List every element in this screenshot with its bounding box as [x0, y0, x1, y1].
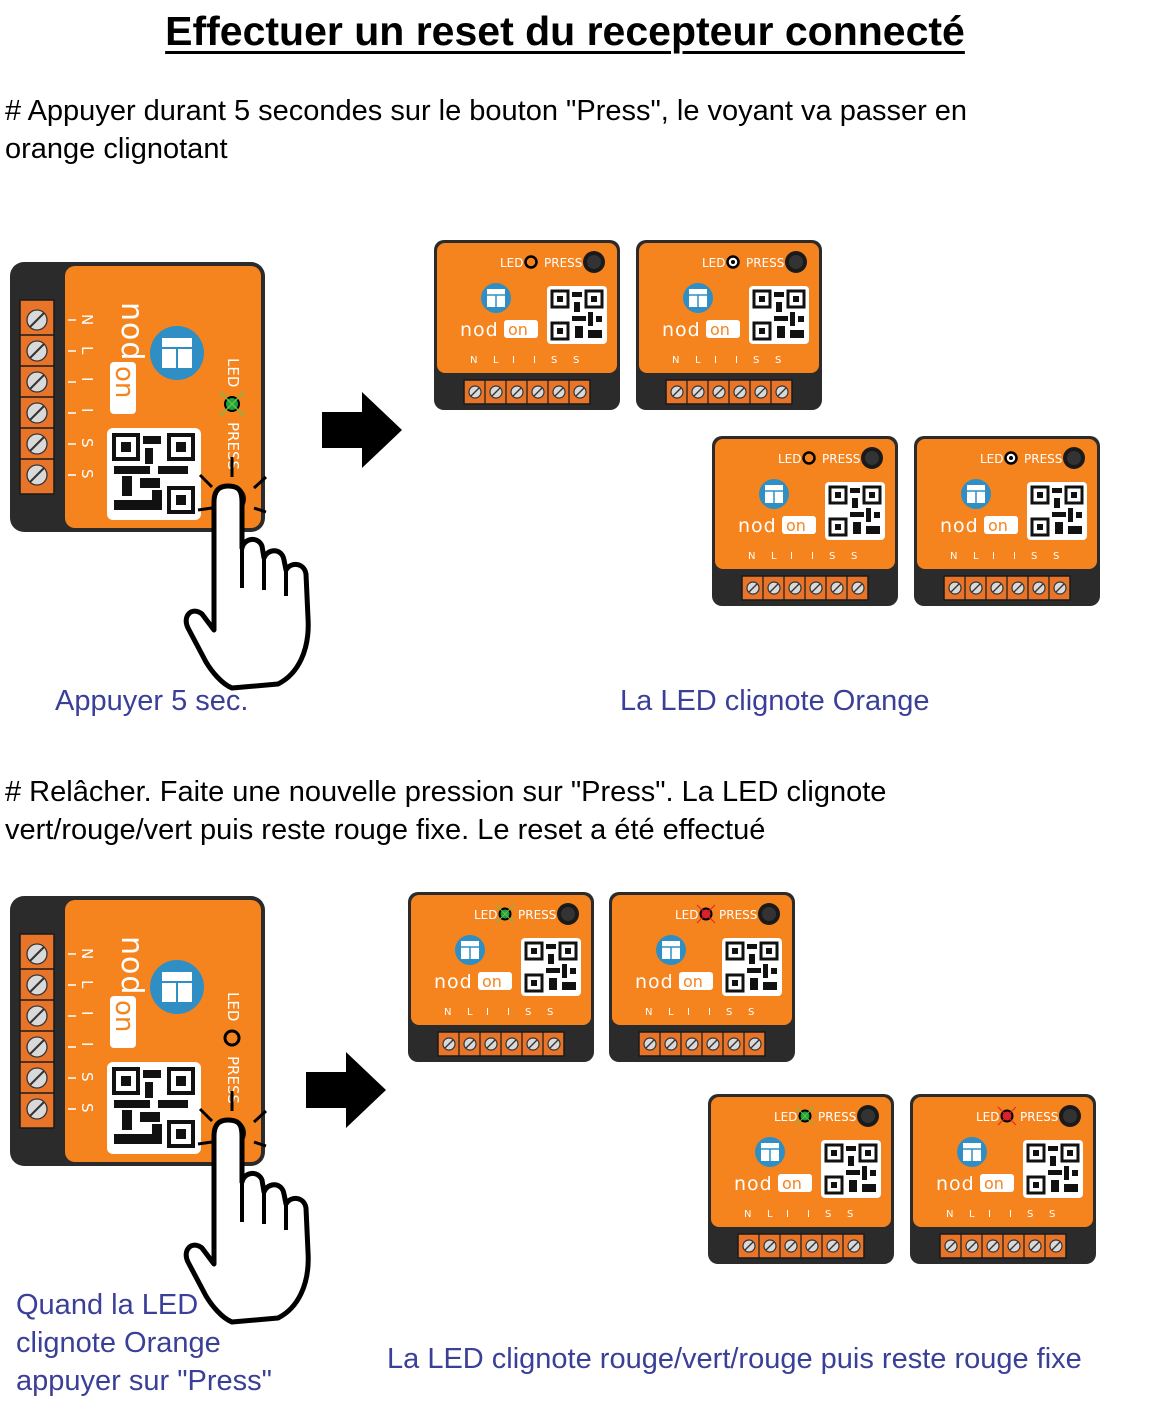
step2-arrow — [306, 1052, 386, 1128]
svg-text:LED: LED — [500, 256, 524, 270]
svg-text:LED: LED — [980, 452, 1004, 466]
step2-caption-left: Quand la LED clignote Orange appuyer sur… — [16, 1286, 272, 1400]
step2-small-device-4: LED PRESS — [908, 1092, 1098, 1266]
led-orange-indicator — [524, 255, 538, 269]
step1-caption-right: La LED clignote Orange — [620, 685, 930, 717]
step2-instruction-line2: vert/rouge/vert puis reste rouge fixe. L… — [5, 814, 766, 846]
step2-caption-left-line3: appuyer sur "Press" — [16, 1365, 272, 1397]
svg-text:PRESS: PRESS — [518, 908, 556, 922]
step1-instruction: # Appuyer durant 5 secondes sur le bouto… — [5, 92, 967, 168]
step2-small-device-3: LED PRESS — [706, 1092, 896, 1266]
svg-text:PRESS: PRESS — [1020, 1110, 1058, 1124]
svg-text:LED: LED — [474, 908, 498, 922]
step1-arrow — [322, 392, 402, 468]
svg-text:PRESS: PRESS — [818, 1110, 856, 1124]
svg-text:PRESS: PRESS — [746, 256, 784, 270]
step2-caption-left-line1: Quand la LED — [16, 1289, 199, 1321]
step1-small-device-4: LED PRESS — [912, 434, 1102, 608]
step1-caption-left: Appuyer 5 sec. — [55, 685, 249, 717]
step1-small-device-1: LED PRESS — [432, 238, 622, 412]
svg-text:LED: LED — [778, 452, 802, 466]
step1-instruction-line2: orange clignotant — [5, 133, 228, 165]
step2-instruction-line1: # Relâcher. Faite une nouvelle pression … — [5, 776, 887, 808]
svg-text:LED: LED — [774, 1110, 798, 1124]
svg-text:LED: LED — [976, 1110, 1000, 1124]
step1-small-device-3: LED PRESS — [710, 434, 900, 608]
led-orange-indicator — [802, 451, 816, 465]
svg-text:PRESS: PRESS — [1024, 452, 1062, 466]
svg-text:PRESS: PRESS — [719, 908, 757, 922]
step1-instruction-line1: # Appuyer durant 5 secondes sur le bouto… — [5, 95, 968, 127]
step2-small-device-2: LED PRESS — [607, 890, 797, 1064]
svg-text:PRESS: PRESS — [822, 452, 860, 466]
step2-small-device-1: LED PRESS — [406, 890, 596, 1064]
step1-small-device-2: LED PRESS — [634, 238, 824, 412]
led-orange-indicator — [223, 1029, 241, 1047]
step2-caption-right: La LED clignote rouge/vert/rouge puis re… — [387, 1343, 1082, 1375]
step2-instruction: # Relâcher. Faite une nouvelle pression … — [5, 773, 886, 849]
svg-text:LED: LED — [675, 908, 699, 922]
svg-text:LED: LED — [702, 256, 726, 270]
step2-caption-left-line2: clignote Orange — [16, 1327, 221, 1359]
page-title: Effectuer un reset du recepteur connecté — [165, 8, 965, 54]
svg-text:PRESS: PRESS — [544, 256, 582, 270]
